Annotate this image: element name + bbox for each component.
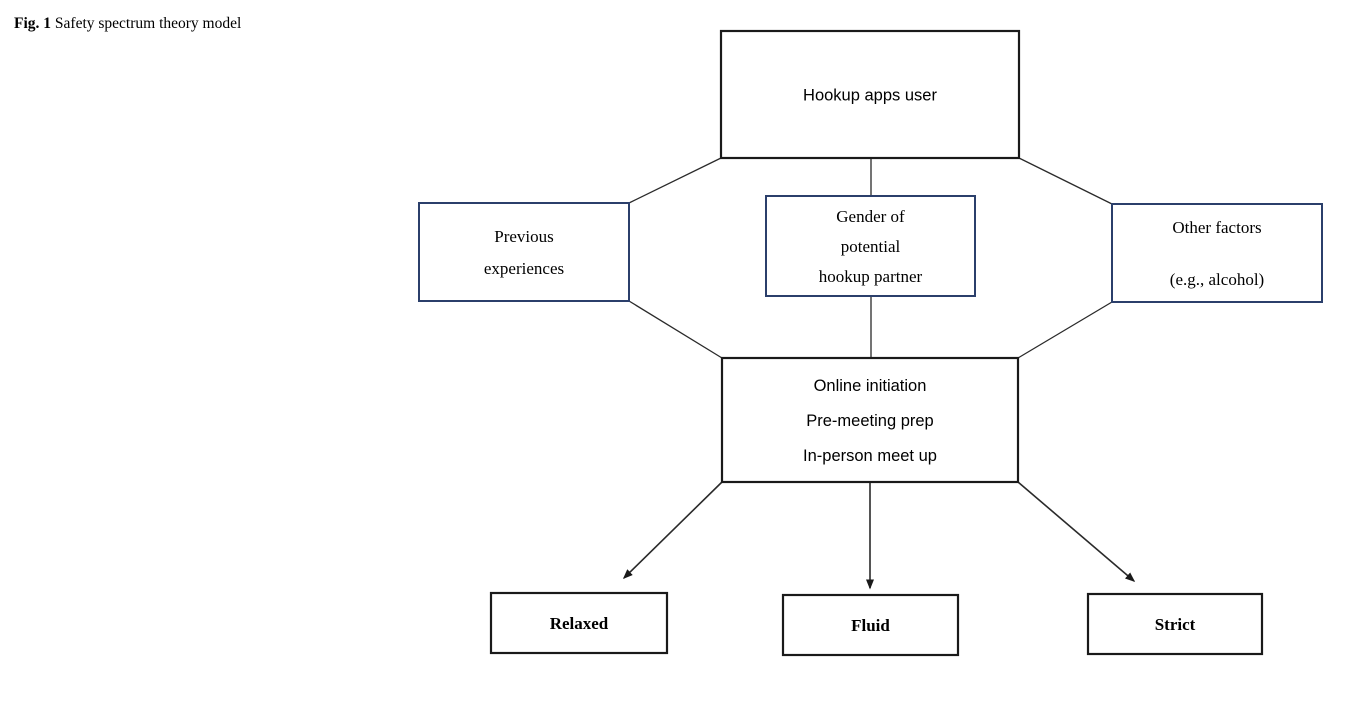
node-label-process-stages: Pre-meeting prep bbox=[806, 412, 933, 430]
node-label-previous-experiences: experiences bbox=[484, 259, 564, 278]
node-hookup-apps-user[interactable]: Hookup apps user bbox=[719, 29, 1021, 160]
connector-process-to-strict bbox=[1017, 481, 1136, 582]
node-box-relaxed bbox=[489, 591, 669, 655]
connector-previous-to-process bbox=[628, 300, 723, 359]
node-label-hookup-apps-user: Hookup apps user bbox=[803, 86, 937, 104]
figure-title: Safety spectrum theory model bbox=[54, 15, 242, 32]
connector-layer bbox=[622, 157, 1136, 590]
node-gender-of-potential-hookup-partner[interactable]: Gender of potential hookup partner bbox=[765, 195, 976, 297]
node-label-fluid: Fluid bbox=[851, 616, 890, 635]
node-box-fluid bbox=[781, 593, 960, 657]
connector-user-to-other-factors bbox=[1018, 157, 1113, 205]
node-other-factors[interactable]: Other factors (e.g., alcohol) bbox=[1111, 203, 1323, 303]
node-relaxed[interactable]: Relaxed bbox=[489, 591, 669, 655]
figure-number: Fig. 1 bbox=[14, 15, 52, 32]
node-box-process-stages bbox=[720, 356, 1020, 484]
figure-caption: Fig. 1 Safety spectrum theory model bbox=[14, 14, 314, 35]
node-label-gender-of-potential-hookup-partner: Gender of bbox=[836, 207, 905, 226]
connector-other-factors-to-process bbox=[1017, 301, 1113, 359]
node-box-other-factors bbox=[1111, 203, 1323, 303]
node-label-other-factors: Other factors bbox=[1172, 218, 1261, 237]
node-box-previous-experiences bbox=[418, 202, 630, 302]
node-fluid[interactable]: Fluid bbox=[781, 593, 960, 657]
node-box-strict bbox=[1086, 592, 1264, 656]
node-previous-experiences[interactable]: Previous experiences bbox=[418, 202, 630, 302]
node-label-previous-experiences: Previous bbox=[494, 227, 554, 246]
node-label-strict: Strict bbox=[1155, 615, 1196, 634]
node-label-process-stages: In-person meet up bbox=[803, 447, 937, 465]
connector-user-to-previous bbox=[628, 157, 722, 204]
node-label-gender-of-potential-hookup-partner: potential bbox=[841, 237, 901, 256]
node-label-gender-of-potential-hookup-partner: hookup partner bbox=[819, 267, 923, 286]
connector-process-to-relaxed bbox=[622, 481, 723, 580]
node-box-hookup-apps-user bbox=[719, 29, 1021, 160]
node-label-relaxed: Relaxed bbox=[550, 614, 609, 633]
node-strict[interactable]: Strict bbox=[1086, 592, 1264, 656]
node-label-other-factors: (e.g., alcohol) bbox=[1170, 270, 1264, 289]
node-label-process-stages: Online initiation bbox=[814, 377, 927, 395]
node-box-gender-of-potential-hookup-partner bbox=[765, 195, 976, 297]
